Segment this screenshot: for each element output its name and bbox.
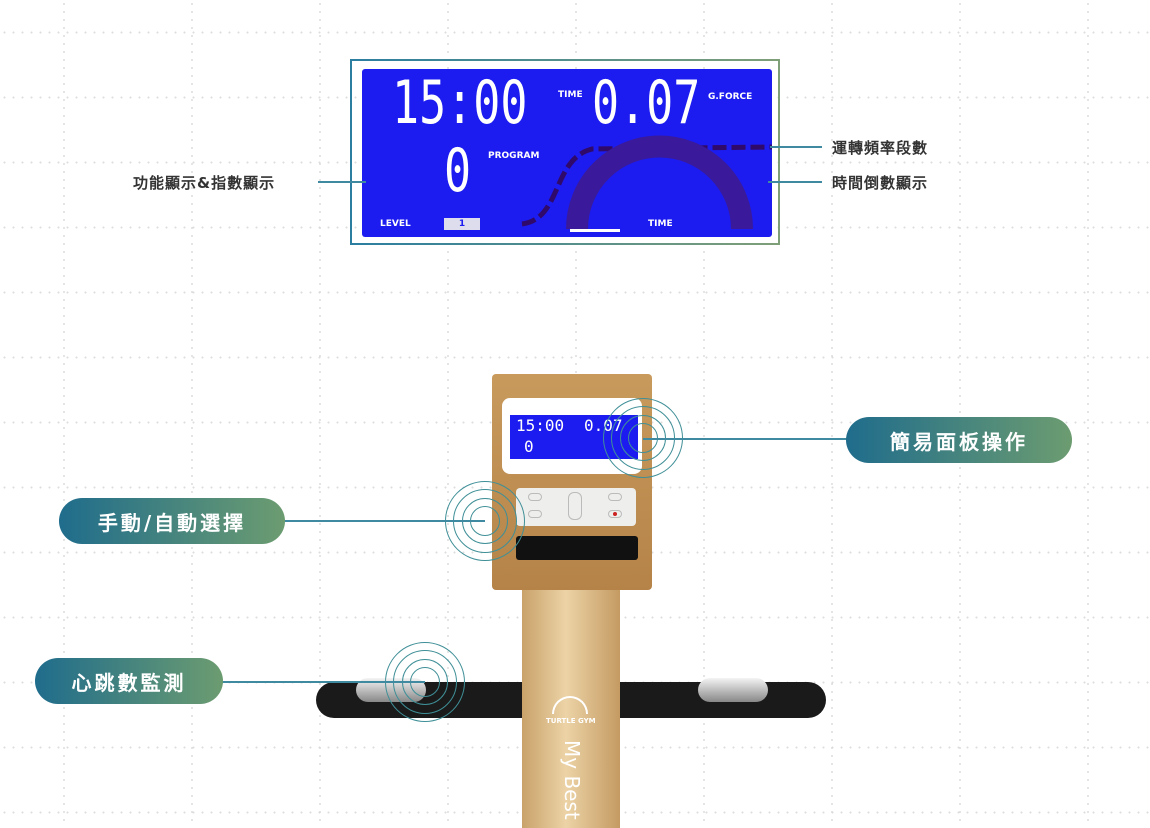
heart-rate-sensor-left (356, 678, 426, 702)
phone-holder-slot (516, 536, 638, 560)
heart-rate-sensor-right (698, 678, 768, 702)
mini-time: 15:00 (516, 416, 565, 435)
gforce-label: G.FORCE (708, 92, 753, 102)
mini-lcd: 15:00 0.07 0 (510, 415, 638, 459)
callout-panel-operation: 簡易面板操作 (846, 417, 1072, 463)
callout-mode-select: 手動/自動選擇 (59, 498, 285, 544)
start-button[interactable] (528, 510, 542, 518)
turtle-logo-icon (552, 696, 588, 714)
gforce-readout: 0.07 (592, 69, 701, 138)
lcd-display: 15:00 TIME 0.07 G.FORCE 0 PROGRAM LEVEL … (362, 69, 772, 237)
pole-text: My Best (560, 740, 584, 820)
turtle-gym-logo: TURTLE GYM (546, 717, 596, 725)
console-screen-bezel: 15:00 0.07 0 (502, 398, 642, 474)
annotation-function-display: 功能顯示&指數顯示 (133, 174, 276, 192)
time-readout: 15:00 (392, 69, 528, 138)
control-keypad[interactable] (516, 488, 636, 526)
callout-heart-rate: 心跳數監測 (35, 658, 223, 704)
machine-pole: TURTLE GYM My Best (522, 588, 620, 828)
lcd-zoom-frame: 15:00 TIME 0.07 G.FORCE 0 PROGRAM LEVEL … (350, 59, 780, 245)
time-label: TIME (558, 90, 583, 100)
program-button[interactable] (528, 493, 542, 501)
annotation-line (768, 181, 822, 183)
annotation-frequency: 運轉頻率段數 (832, 139, 929, 157)
level-indicator: 1 (444, 218, 480, 230)
level-up-down-button[interactable] (568, 492, 582, 520)
program-label: PROGRAM (488, 151, 540, 161)
mini-program: 0 (524, 437, 534, 456)
stop-button[interactable] (608, 510, 622, 518)
program-readout: 0 (444, 136, 472, 206)
time-button[interactable] (608, 493, 622, 501)
annotation-countdown: 時間倒數顯示 (832, 174, 929, 192)
annotation-line (770, 146, 822, 148)
level-label: LEVEL (380, 219, 411, 229)
program-curve-graphic (521, 135, 772, 232)
mini-gforce: 0.07 (584, 416, 623, 435)
time-bottom-label: TIME (648, 219, 673, 229)
annotation-line (318, 181, 366, 183)
machine-console: 15:00 0.07 0 (492, 374, 652, 590)
